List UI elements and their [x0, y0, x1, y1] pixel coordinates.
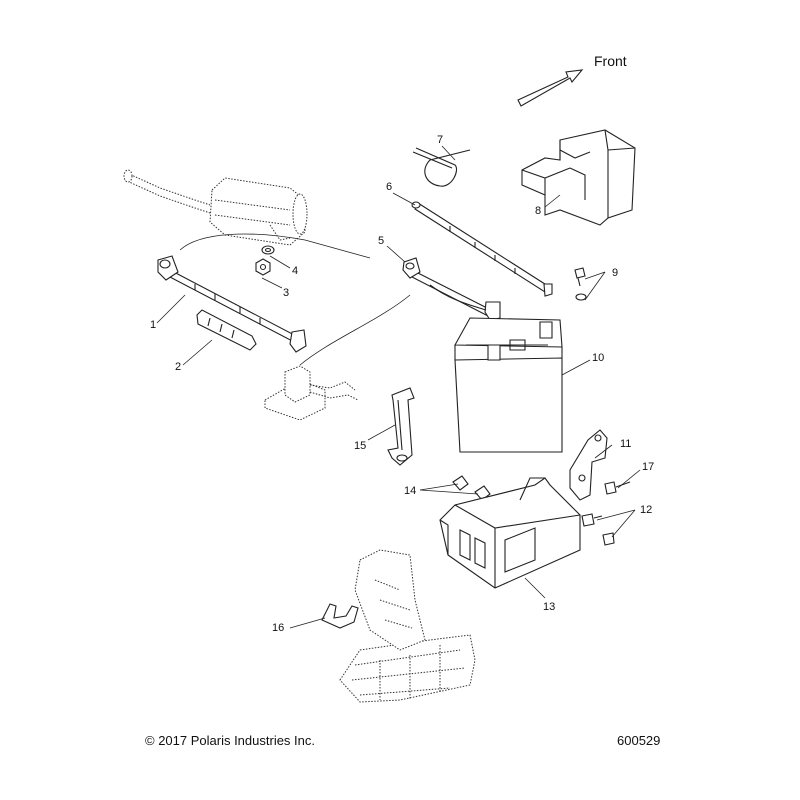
callout-14: 14	[404, 485, 416, 497]
battery-cable-icon	[157, 255, 307, 353]
callout-6: 6	[386, 181, 392, 193]
callout-8: 8	[535, 205, 541, 217]
positive-cable-icon	[411, 201, 553, 297]
solenoid-icon	[264, 365, 359, 421]
battery-icon	[454, 317, 563, 453]
front-label: Front	[594, 53, 627, 69]
callout-13: 13	[543, 601, 555, 613]
figure-number: 600529	[617, 733, 661, 748]
skid-plate-icon	[339, 549, 476, 703]
battery-tray-icon	[439, 477, 581, 589]
leader-lines	[156, 145, 641, 629]
callout-1: 1	[150, 319, 156, 331]
copyright-text: © 2017 Polaris Industries Inc.	[145, 733, 315, 748]
ground-cable-icon	[402, 257, 501, 321]
callout-10: 10	[592, 352, 604, 364]
clip-nut-icon	[452, 475, 491, 501]
nut-icon	[255, 258, 271, 276]
cable-tie-icon	[412, 147, 471, 187]
bolt-icon	[581, 513, 615, 546]
callout-11: 11	[620, 438, 631, 450]
callout-9: 9	[612, 267, 618, 279]
bolt-icon	[604, 481, 631, 495]
callout-5: 5	[378, 235, 384, 247]
clip-icon	[321, 603, 359, 629]
front-arrow-icon	[517, 69, 584, 107]
starter-motor-icon	[123, 169, 308, 246]
terminal-cover-icon	[521, 129, 636, 226]
bracket-icon	[569, 429, 608, 501]
callout-labels: 1 2 3 4 5 6 7 8 9 10 11 12 13 14 15 16 1…	[150, 134, 654, 634]
callout-4: 4	[292, 265, 298, 277]
callout-16: 16	[272, 622, 284, 634]
battery-strap-icon	[387, 387, 415, 466]
boot-sleeve-icon	[196, 309, 257, 351]
callout-12: 12	[640, 504, 652, 516]
callout-3: 3	[283, 287, 289, 299]
callout-17: 17	[642, 461, 654, 473]
terminal-bolt-icon	[574, 267, 587, 301]
callout-7: 7	[437, 134, 443, 146]
callout-2: 2	[175, 361, 181, 373]
callout-15: 15	[354, 440, 366, 452]
washer-icon	[261, 245, 275, 255]
